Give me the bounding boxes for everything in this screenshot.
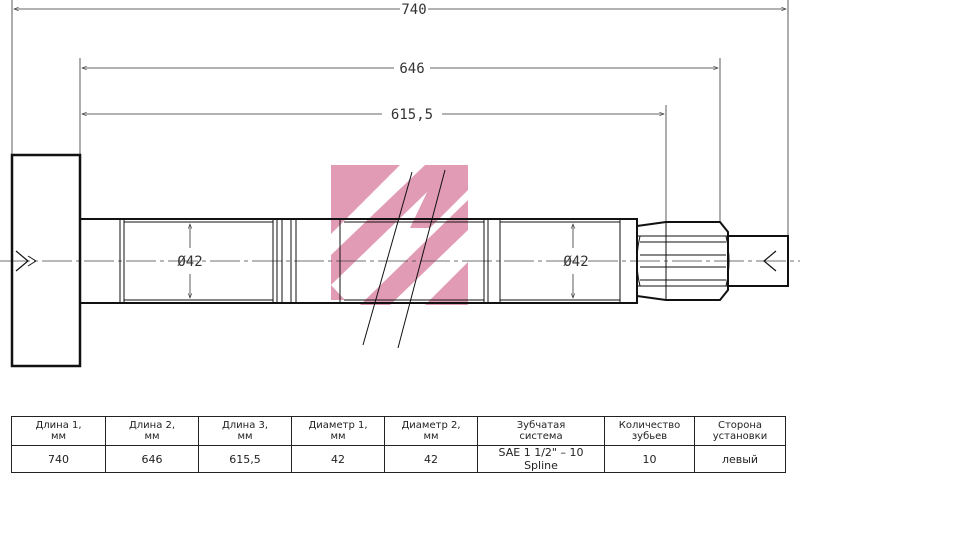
value-spline-system: SAE 1 1/2" – 10 Spline	[477, 445, 605, 473]
value-teeth-count: 10	[604, 445, 695, 473]
header-length-2: Длина 2,мм	[105, 416, 199, 446]
dimension-overall-label: 740	[401, 2, 426, 18]
diameter-2-label: Ø42	[563, 254, 588, 270]
extension-lines	[11, 0, 789, 236]
value-diameter-1: 42	[291, 445, 385, 473]
header-length-3: Длина 3,мм	[198, 416, 292, 446]
shaft-end	[727, 235, 789, 287]
spline-section	[636, 221, 730, 301]
spec-table-header-row: Длина 1,мм Длина 2,мм Длина 3,мм Диаметр…	[11, 416, 786, 446]
spec-table: Длина 1,мм Длина 2,мм Длина 3,мм Диаметр…	[11, 416, 786, 473]
diameter-1-label: Ø42	[177, 254, 202, 270]
shaft-technical-drawing: 740 646 615,5	[0, 0, 800, 368]
value-length-1: 740	[11, 445, 106, 473]
value-length-2: 646	[105, 445, 199, 473]
value-length-3: 615,5	[198, 445, 292, 473]
dimension-length-2-label: 646	[399, 61, 424, 77]
header-diameter-2: Диаметр 2,мм	[384, 416, 478, 446]
shaft-head	[10, 153, 82, 368]
header-diameter-1: Диаметр 1,мм	[291, 416, 385, 446]
value-mounting-side: левый	[694, 445, 786, 473]
header-length-1: Длина 1,мм	[11, 416, 106, 446]
spec-table-value-row: 740 646 615,5 42 42 SAE 1 1/2" – 10 Spli…	[11, 445, 786, 473]
watermark-logo	[331, 165, 468, 305]
dimension-length-3-label: 615,5	[391, 107, 433, 123]
value-diameter-2: 42	[384, 445, 478, 473]
